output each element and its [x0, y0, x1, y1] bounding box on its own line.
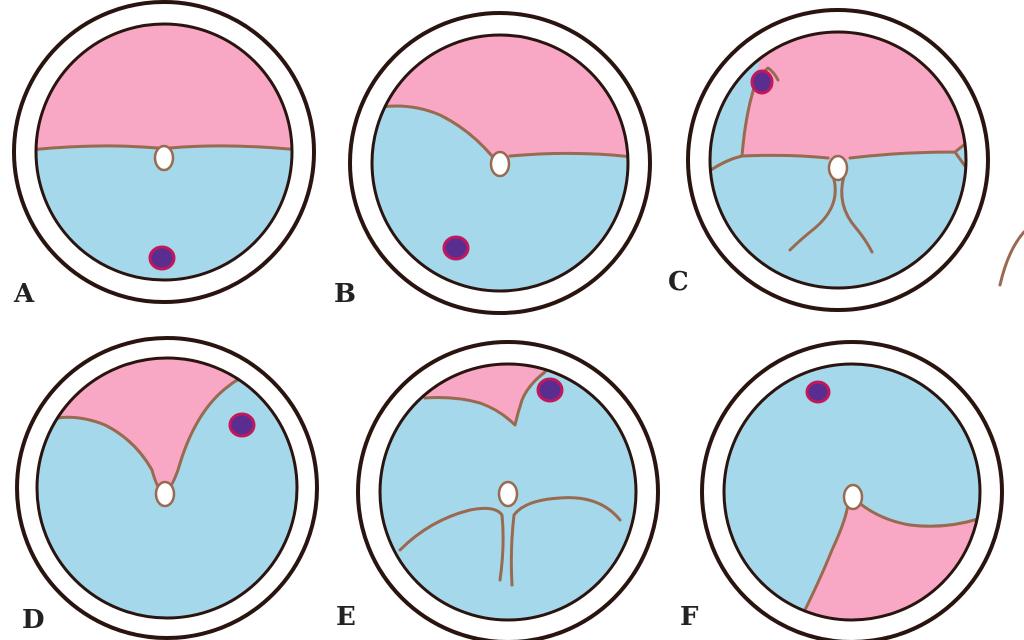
panel-label-e: E [336, 602, 356, 632]
marker-dot [807, 382, 829, 402]
central-oval [499, 482, 517, 506]
panel-label-c: C [668, 267, 689, 297]
marker-dot [444, 237, 468, 259]
panel-f: F [680, 342, 1002, 640]
upper-region [742, 30, 980, 163]
central-oval [829, 156, 847, 180]
central-oval [155, 146, 173, 170]
panel-label-a: A [13, 279, 35, 309]
panel-b: B [334, 13, 650, 313]
edge-arc [1000, 232, 1024, 285]
panel-d: D [17, 338, 317, 638]
panel-label-d: D [22, 605, 45, 635]
central-oval [491, 152, 509, 176]
central-oval [156, 482, 174, 506]
panel-e: E [336, 342, 658, 640]
panel-a: A [13, 2, 314, 309]
central-oval [844, 485, 862, 509]
marker-dot [538, 379, 562, 401]
marker-dot [230, 414, 254, 436]
panel-label-f: F [680, 602, 699, 632]
marker-dot [150, 247, 174, 269]
marker-dot [752, 71, 772, 93]
panel-label-b: B [334, 279, 356, 309]
panel-c: C [668, 10, 988, 310]
